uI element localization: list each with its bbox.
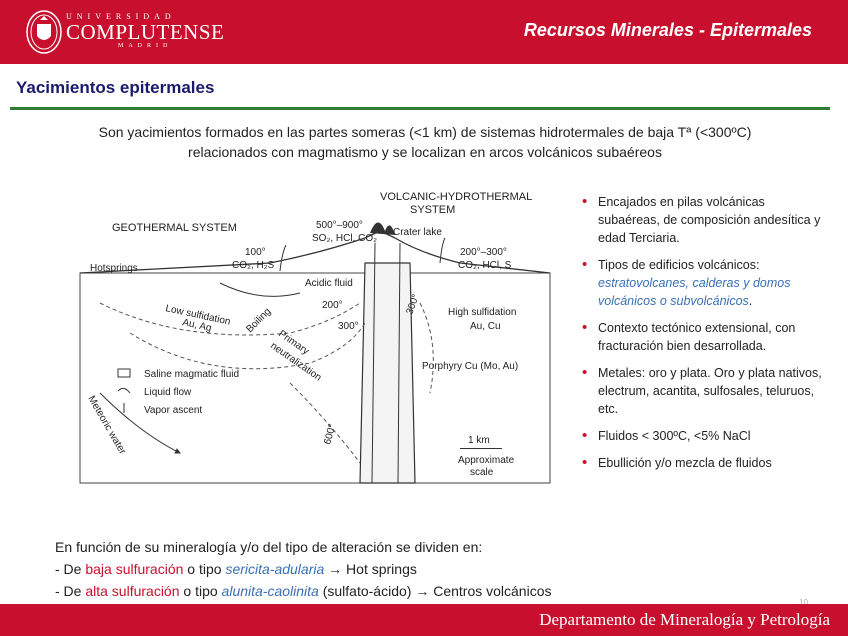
label-meteoric: Meteoric water xyxy=(85,394,128,457)
label-geothermal: GEOTHERMAL SYSTEM xyxy=(112,222,237,234)
label-iso-600: 600° xyxy=(322,423,338,446)
label-scale: scale xyxy=(470,467,494,478)
label-crater-lake: Crater lake xyxy=(393,227,442,238)
label-gas-200: CO₂, HCl, S xyxy=(458,260,512,271)
label-gas-100: CO₂, H₂S xyxy=(232,260,275,271)
intro-line-2: relacionados con magmatismo y se localiz… xyxy=(188,144,662,160)
characteristics-list: Encajados en pilas volcánicas subaéreas,… xyxy=(582,193,822,481)
slide-title: Yacimientos epitermales xyxy=(16,78,215,97)
bullet-edifice-end: . xyxy=(748,294,753,308)
university-seal-icon xyxy=(26,10,62,54)
hs-result: (sulfato-ácido) → Centros volcánicos xyxy=(318,583,552,599)
high-sulfidation-line: - De alta sulfuración o tipo alunita-cao… xyxy=(55,580,552,602)
ls-mid: o tipo xyxy=(183,561,226,577)
legend-saline: Saline magmatic fluid xyxy=(144,369,239,380)
hs-prefix: - De xyxy=(55,583,86,599)
label-temp-100: 100° xyxy=(245,247,266,258)
label-hotsprings: Hotsprings xyxy=(90,263,138,274)
title-divider xyxy=(10,107,830,110)
label-iso-300a: 300° xyxy=(338,321,359,332)
label-volcanic-2: SYSTEM xyxy=(410,204,455,216)
bullet-metals: Metales: oro y plata. Oro y plata nativo… xyxy=(582,364,822,418)
logo-main-text: COMPLUTENSE xyxy=(66,20,225,44)
legend-vapor: Vapor ascent xyxy=(144,405,202,416)
bullet-boiling: Ebullición y/o mezcla de fluidos xyxy=(582,454,822,472)
label-au-cu: Au, Cu xyxy=(470,321,501,332)
bullet-edifice-list: estratovolcanes, calderas y domos volcán… xyxy=(598,276,791,308)
logo-top-text: UNIVERSIDAD xyxy=(66,12,176,21)
bullet-edifice-lead: Tipos de edificios volcánicos: xyxy=(598,258,760,272)
classification-text: En función de su mineralogía y/o del tip… xyxy=(55,536,552,602)
label-temp-200: 200°–300° xyxy=(460,247,507,258)
label-iso-200: 200° xyxy=(322,300,343,311)
label-boiling: Boiling xyxy=(244,306,273,335)
hs-term: alta sulfuración xyxy=(85,583,180,599)
presentation-title: Recursos Minerales - Epitermales xyxy=(523,20,812,40)
label-porphyry: Porphyry Cu (Mo, Au) xyxy=(422,361,518,372)
low-sulfidation-line: - De baja sulfuración o tipo sericita-ad… xyxy=(55,558,552,580)
department-name: Departamento de Mineralogía y Petrología xyxy=(539,610,830,629)
page-number: 10 xyxy=(799,598,808,607)
ls-type: sericita-adularia xyxy=(225,561,325,577)
bullet-tectonic: Contexto tectónico extensional, con frac… xyxy=(582,319,822,355)
label-high-sulfidation: High sulfidation xyxy=(448,307,516,318)
intro-line-1: Son yacimientos formados en las partes s… xyxy=(98,124,752,140)
classification-intro: En función de su mineralogía y/o del tip… xyxy=(55,539,483,555)
footer-bar: Departamento de Mineralogía y Petrología xyxy=(0,604,848,636)
label-scale-km: 1 km xyxy=(468,435,490,446)
bullet-fluids: Fluidos < 300ºC, <5% NaCl xyxy=(582,427,822,445)
university-logo-text: UNIVERSIDAD COMPLUTENSE MADRID xyxy=(66,12,224,49)
ls-term: baja sulfuración xyxy=(85,561,184,577)
header-bar: UNIVERSIDAD COMPLUTENSE MADRID Recursos … xyxy=(0,0,848,64)
hs-type: alunita-caolinita xyxy=(221,583,319,599)
label-gas-500: SO₂, HCl, CO₂ xyxy=(312,233,377,244)
bullet-host-rocks: Encajados en pilas volcánicas subaéreas,… xyxy=(582,193,822,247)
logo-bottom-text: MADRID xyxy=(118,43,173,49)
intro-paragraph: Son yacimientos formados en las partes s… xyxy=(60,122,790,162)
ls-prefix: - De xyxy=(55,561,86,577)
hs-mid: o tipo xyxy=(179,583,222,599)
label-volcanic-1: VOLCANIC-HYDROTHERMAL xyxy=(380,191,532,203)
label-acidic-fluid: Acidic fluid xyxy=(305,278,353,289)
epithermal-diagram: GEOTHERMAL SYSTEM VOLCANIC-HYDROTHERMAL … xyxy=(79,191,551,484)
bullet-edifice-types: Tipos de edificios volcánicos: estratovo… xyxy=(582,256,822,310)
label-scale-approx: Approximate xyxy=(458,455,515,466)
label-temp-500: 500°–900° xyxy=(316,220,363,231)
ls-result: → Hot springs xyxy=(324,561,417,577)
legend-liquid: Liquid flow xyxy=(144,387,192,398)
